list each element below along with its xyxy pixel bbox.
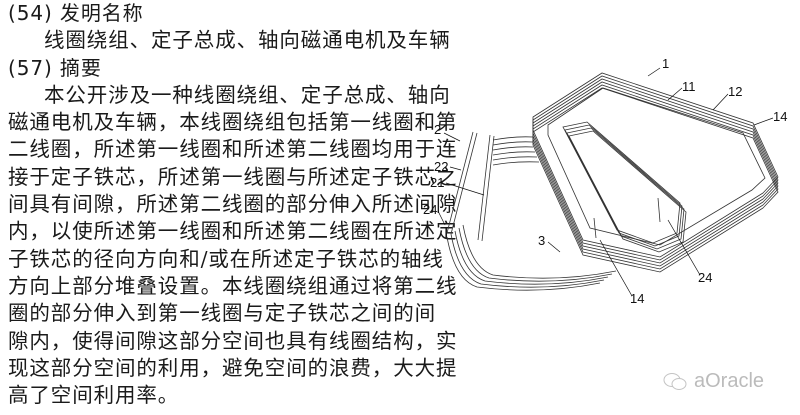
coil-inner: [562, 121, 687, 253]
abstract-line: 现这部分空间的利用，避免空间的浪费，大大提: [8, 355, 458, 380]
coil-winding-figure: 1 11 12 14 2 22 21 24 3 24 14: [423, 56, 787, 306]
label-2: 2: [434, 122, 441, 137]
label-3: 3: [538, 233, 545, 248]
invention-title: 线圈绕组、定子总成、轴向磁通电机及车辆: [44, 28, 451, 53]
label-22: 22: [434, 159, 448, 174]
abstract-line: 二线圈，所述第一线圈和所述第二线圈均用于连: [8, 137, 458, 162]
abstract-line: 磁通电机及车辆，本线圈绕组包括第一线圈和第: [8, 110, 458, 135]
reference-labels: 1 11 12 14 2 22 21 24 3 24 14: [423, 56, 787, 306]
coil-1: [532, 72, 779, 273]
abstract-line: 隙内，使得间隙这部分空间也具有线圈结构，实: [8, 328, 458, 353]
leader-lines: [437, 67, 774, 297]
section-heading: 发明名称: [59, 1, 144, 25]
label-21: 21: [430, 175, 444, 190]
label-24: 24: [423, 202, 437, 217]
section-code: (57): [8, 55, 53, 80]
abstract-line: 子铁芯的径向方向和/或在所述定子铁芯的轴线: [8, 246, 444, 271]
abstract-line: 内，以使所述第一线圈和所述第二线圈在所述定: [8, 219, 458, 244]
abstract-line: 方向上部分堆叠设置。本线圈绕组通过将第二线: [8, 273, 458, 298]
label-1: 1: [662, 56, 669, 71]
title-heading: (54) 发明名称: [8, 0, 408, 27]
section-heading: 摘要: [59, 55, 102, 80]
abstract-line: 间具有间隙，所述第二线圈的部分伸入所述间隙: [8, 192, 458, 217]
coil-2: [446, 131, 617, 291]
watermark: aOracle: [662, 370, 764, 393]
abstract-line: 本公开涉及一种线圈绕组、定子总成、轴向: [44, 82, 451, 107]
patent-text: (54) 发明名称 线圈绕组、定子总成、轴向磁通电机及车辆 (57) 摘要 本公…: [8, 0, 458, 409]
label-24: 24: [698, 270, 712, 285]
abstract-line: 高了空间利用率。: [8, 383, 180, 408]
label-11: 11: [682, 79, 696, 94]
section-code: (54): [8, 1, 53, 25]
abstract-line: 圈的部分伸入到第一线圈与定子铁芯之间的间: [8, 301, 436, 326]
label-14: 14: [630, 291, 644, 306]
abstract-line: 接于定子铁芯，所述第一线圈与所述定子铁芯之: [8, 164, 458, 189]
label-12: 12: [728, 84, 742, 99]
abstract-heading: (57) 摘要: [8, 55, 408, 82]
watermark-text: aOracle: [694, 370, 765, 392]
wechat-icon: [663, 372, 687, 390]
label-14: 14: [773, 109, 787, 124]
